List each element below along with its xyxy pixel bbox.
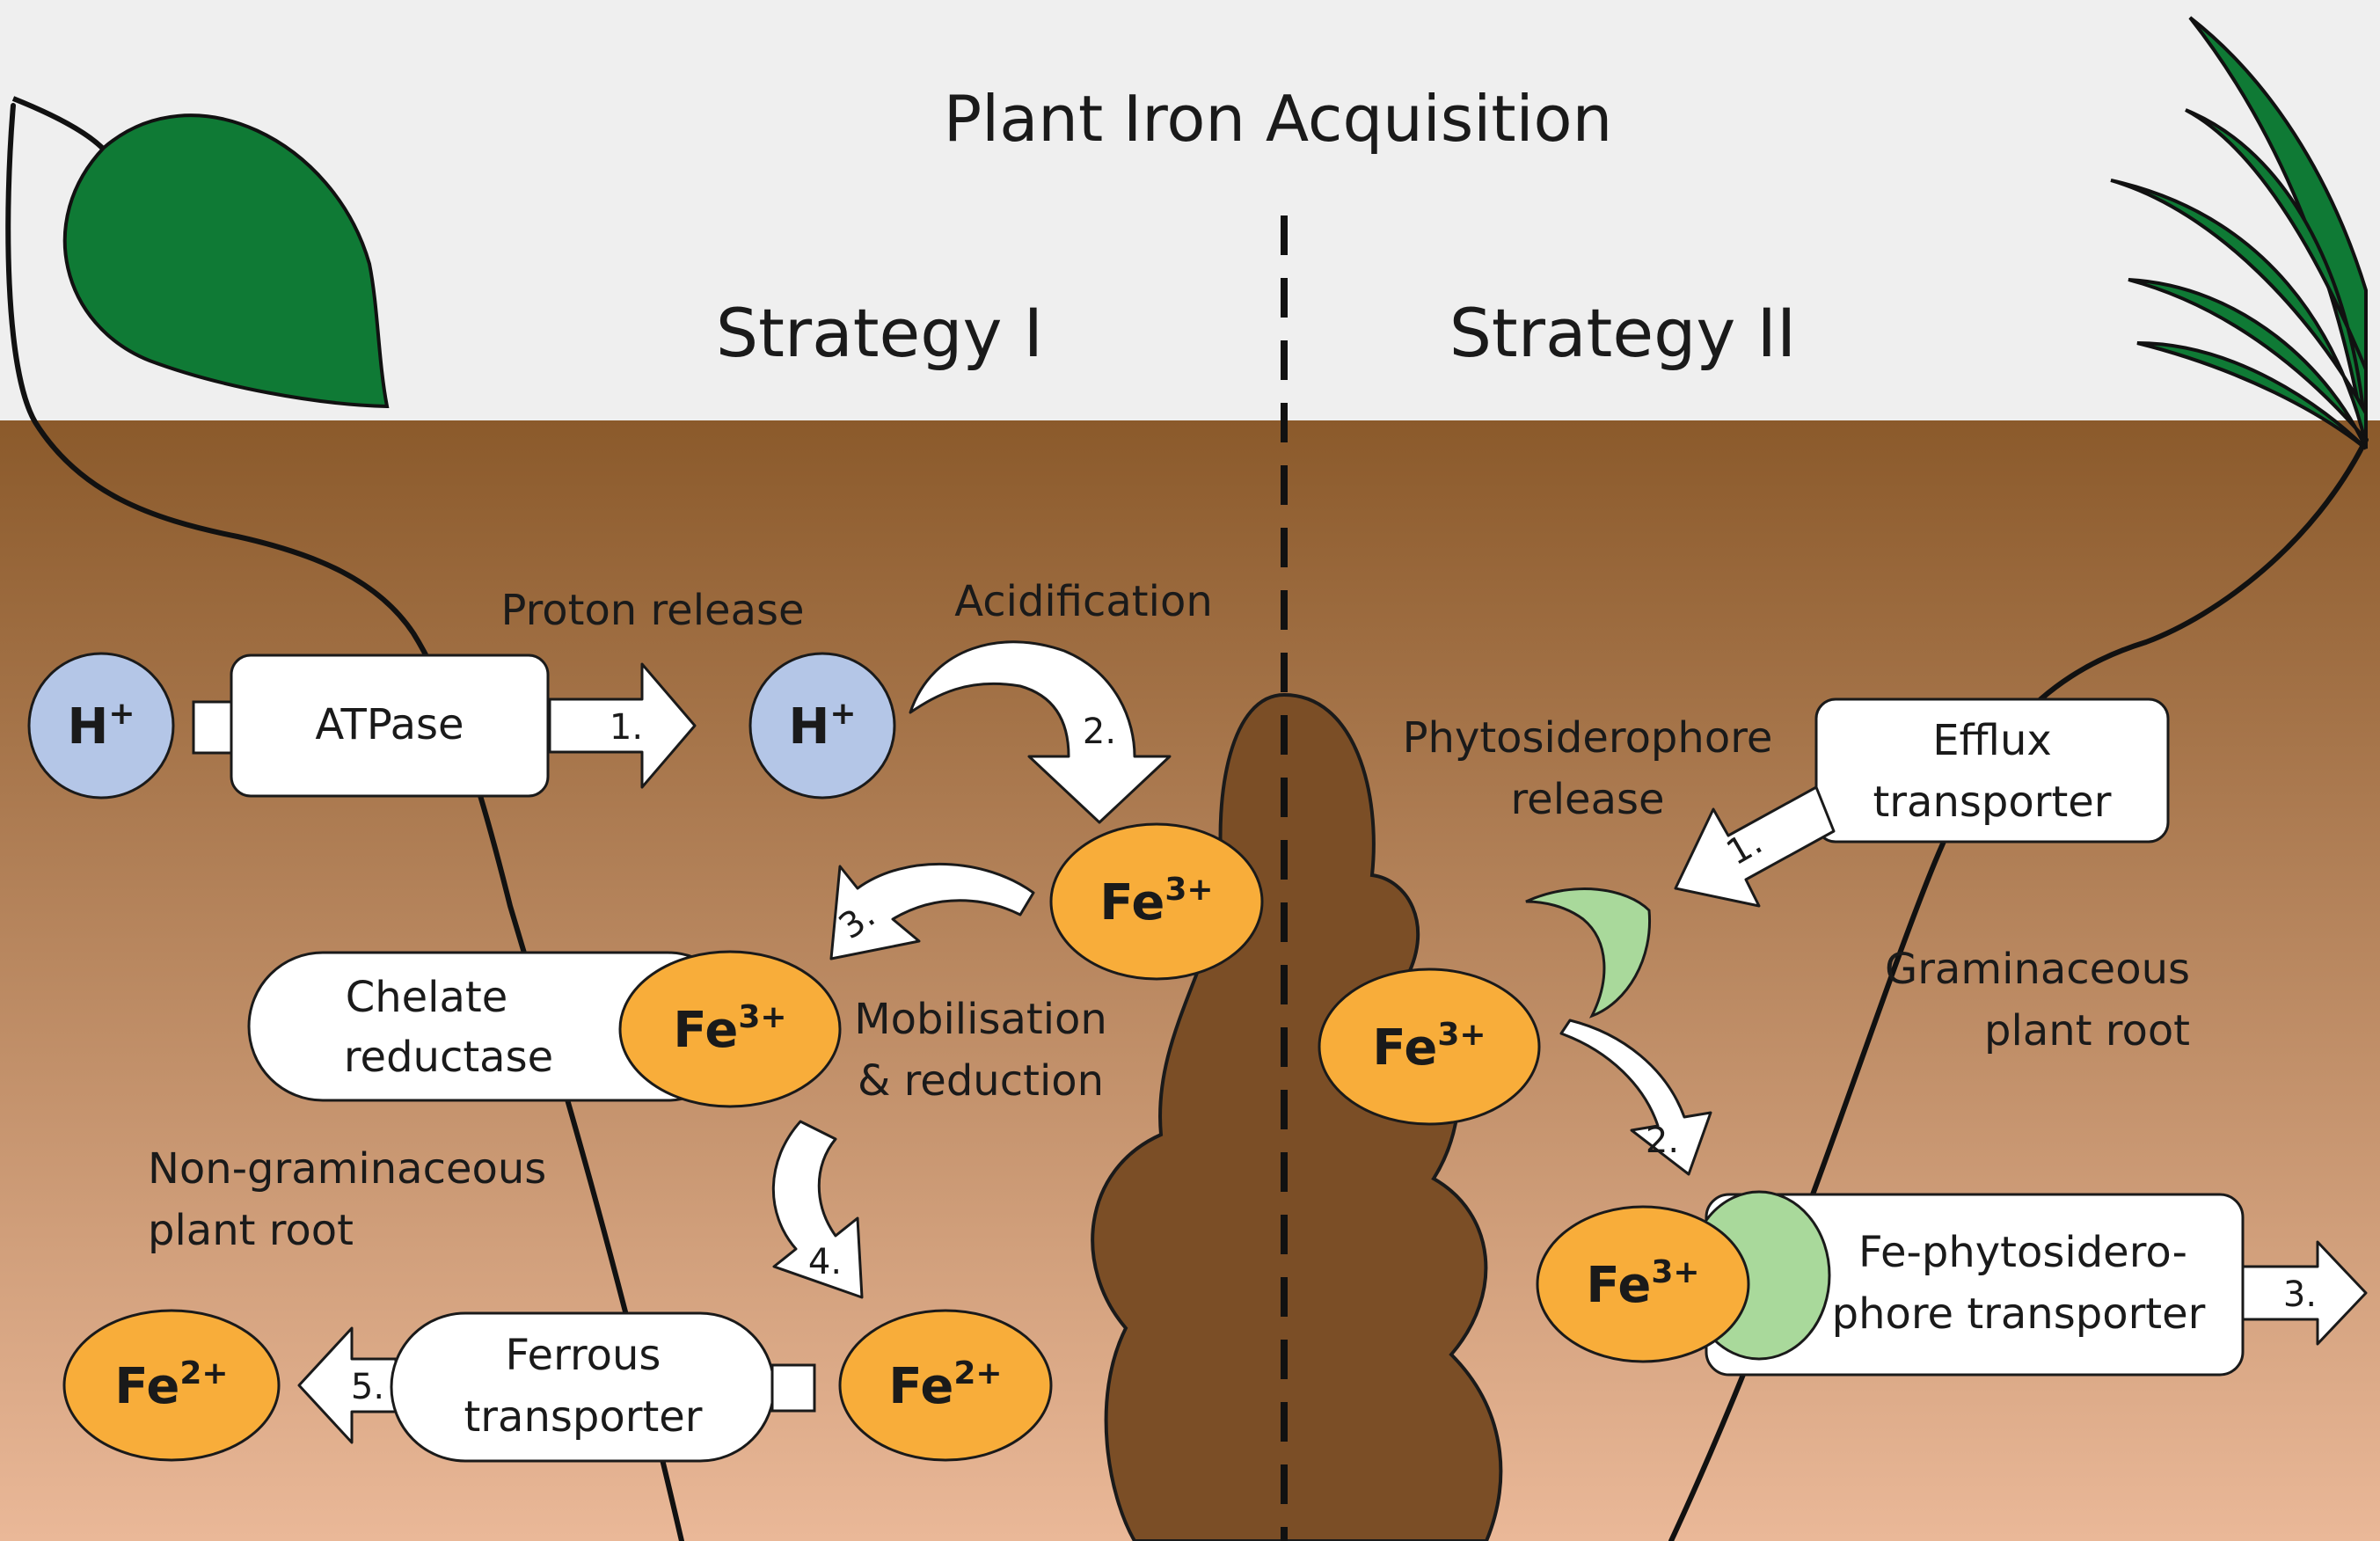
diagram-title: Plant Iron Acquisition [944,82,1612,156]
leaf-stem [11,96,108,154]
step-2-label: 2. [1083,712,1116,752]
atpase-connector [192,700,235,755]
grass-icon [2110,16,2368,450]
proton-ion-left [27,652,175,800]
ferrous-transporter-label-1: Ferrous [506,1331,661,1380]
non-graminaceous-label-1: Non-graminaceous [148,1144,546,1194]
efflux-transporter-box [1814,697,2170,844]
fe3-ion-strategy2-top [1318,968,1541,1126]
phytosiderophore-release-label-2: release [1510,775,1664,824]
ferrous-transporter-label-2: transporter [464,1392,702,1442]
fe3-ion-chelate-label: Fe3+ [673,999,786,1059]
proton-ion-middle [748,652,896,800]
leaf-icon [62,113,390,409]
acidification-label: Acidification [954,577,1213,626]
atpase-box [230,654,550,798]
fe2-ion-right-label: Fe2+ [888,1355,1002,1415]
step-4-label: 4. [808,1242,842,1282]
proton-ion-left-label: H+ [67,696,135,756]
strategy-1-heading: Strategy I [716,294,1043,372]
fe3-ion-chelate [618,950,842,1108]
fe2-ion-left-label: Fe2+ [114,1355,228,1415]
fe2-ion-left [62,1309,281,1462]
atpase-label: ATPase [315,700,464,749]
non-graminaceous-label-2: plant root [148,1206,354,1255]
mobilisation-label-1: Mobilisation [854,995,1107,1044]
proton-release-label: Proton release [500,586,804,635]
fe3-ion-strategy1-top-label: Fe3+ [1099,872,1213,931]
step-ii-1-arrow [1674,785,1836,908]
step-5-arrow [297,1326,398,1444]
chelate-reductase-label-2: reductase [344,1033,553,1082]
step-ii-2-label: 2. [1646,1121,1679,1161]
step-ii-3-label: 3. [2283,1274,2317,1315]
efflux-transporter-label-2: transporter [1873,778,2111,827]
fe3-ion-complex [1536,1205,1750,1363]
fe-phytosiderophore-transporter-label-1: Fe-phytosidero- [1858,1228,2187,1277]
mobilisation-label-2: & reduction [858,1056,1104,1106]
efflux-transporter-label-1: Efflux [1932,716,2052,765]
graminaceous-label-2: plant root [1984,1006,2190,1055]
phytosiderophore-release-label-1: Phytosiderophore [1403,713,1773,763]
ferrous-transporter-connector [770,1363,816,1413]
step-2-arrow [909,640,1172,824]
non-graminaceous-root-line [5,103,684,1541]
step-1-label: 1. [610,707,643,748]
proton-ion-middle-label: H+ [788,696,856,756]
step-5-label: 5. [351,1367,384,1407]
step-3-arrow [829,863,1035,960]
phytosiderophore-icon [1525,887,1652,1019]
fe3-ion-strategy2-top-label: Fe3+ [1372,1017,1486,1077]
fe3-ion-complex-label: Fe3+ [1586,1254,1699,1314]
step-4-arrow [771,1120,864,1299]
fe-phytosiderophore-transporter-label-2: phore transporter [1832,1289,2206,1339]
step-1-arrow [548,662,697,789]
fe3-ion-strategy1-top [1049,822,1264,981]
strategy-2-heading: Strategy II [1449,294,1797,372]
sky-background [0,0,2380,422]
graminaceous-label-1: Graminaceous [1885,945,2190,994]
chelate-reductase-label-1: Chelate [346,973,508,1022]
soil-particle [1091,692,1503,1541]
step-ii-3-arrow [2241,1240,2368,1346]
step-ii-2-arrow [1559,1019,1712,1176]
fe2-ion-right [838,1309,1053,1462]
